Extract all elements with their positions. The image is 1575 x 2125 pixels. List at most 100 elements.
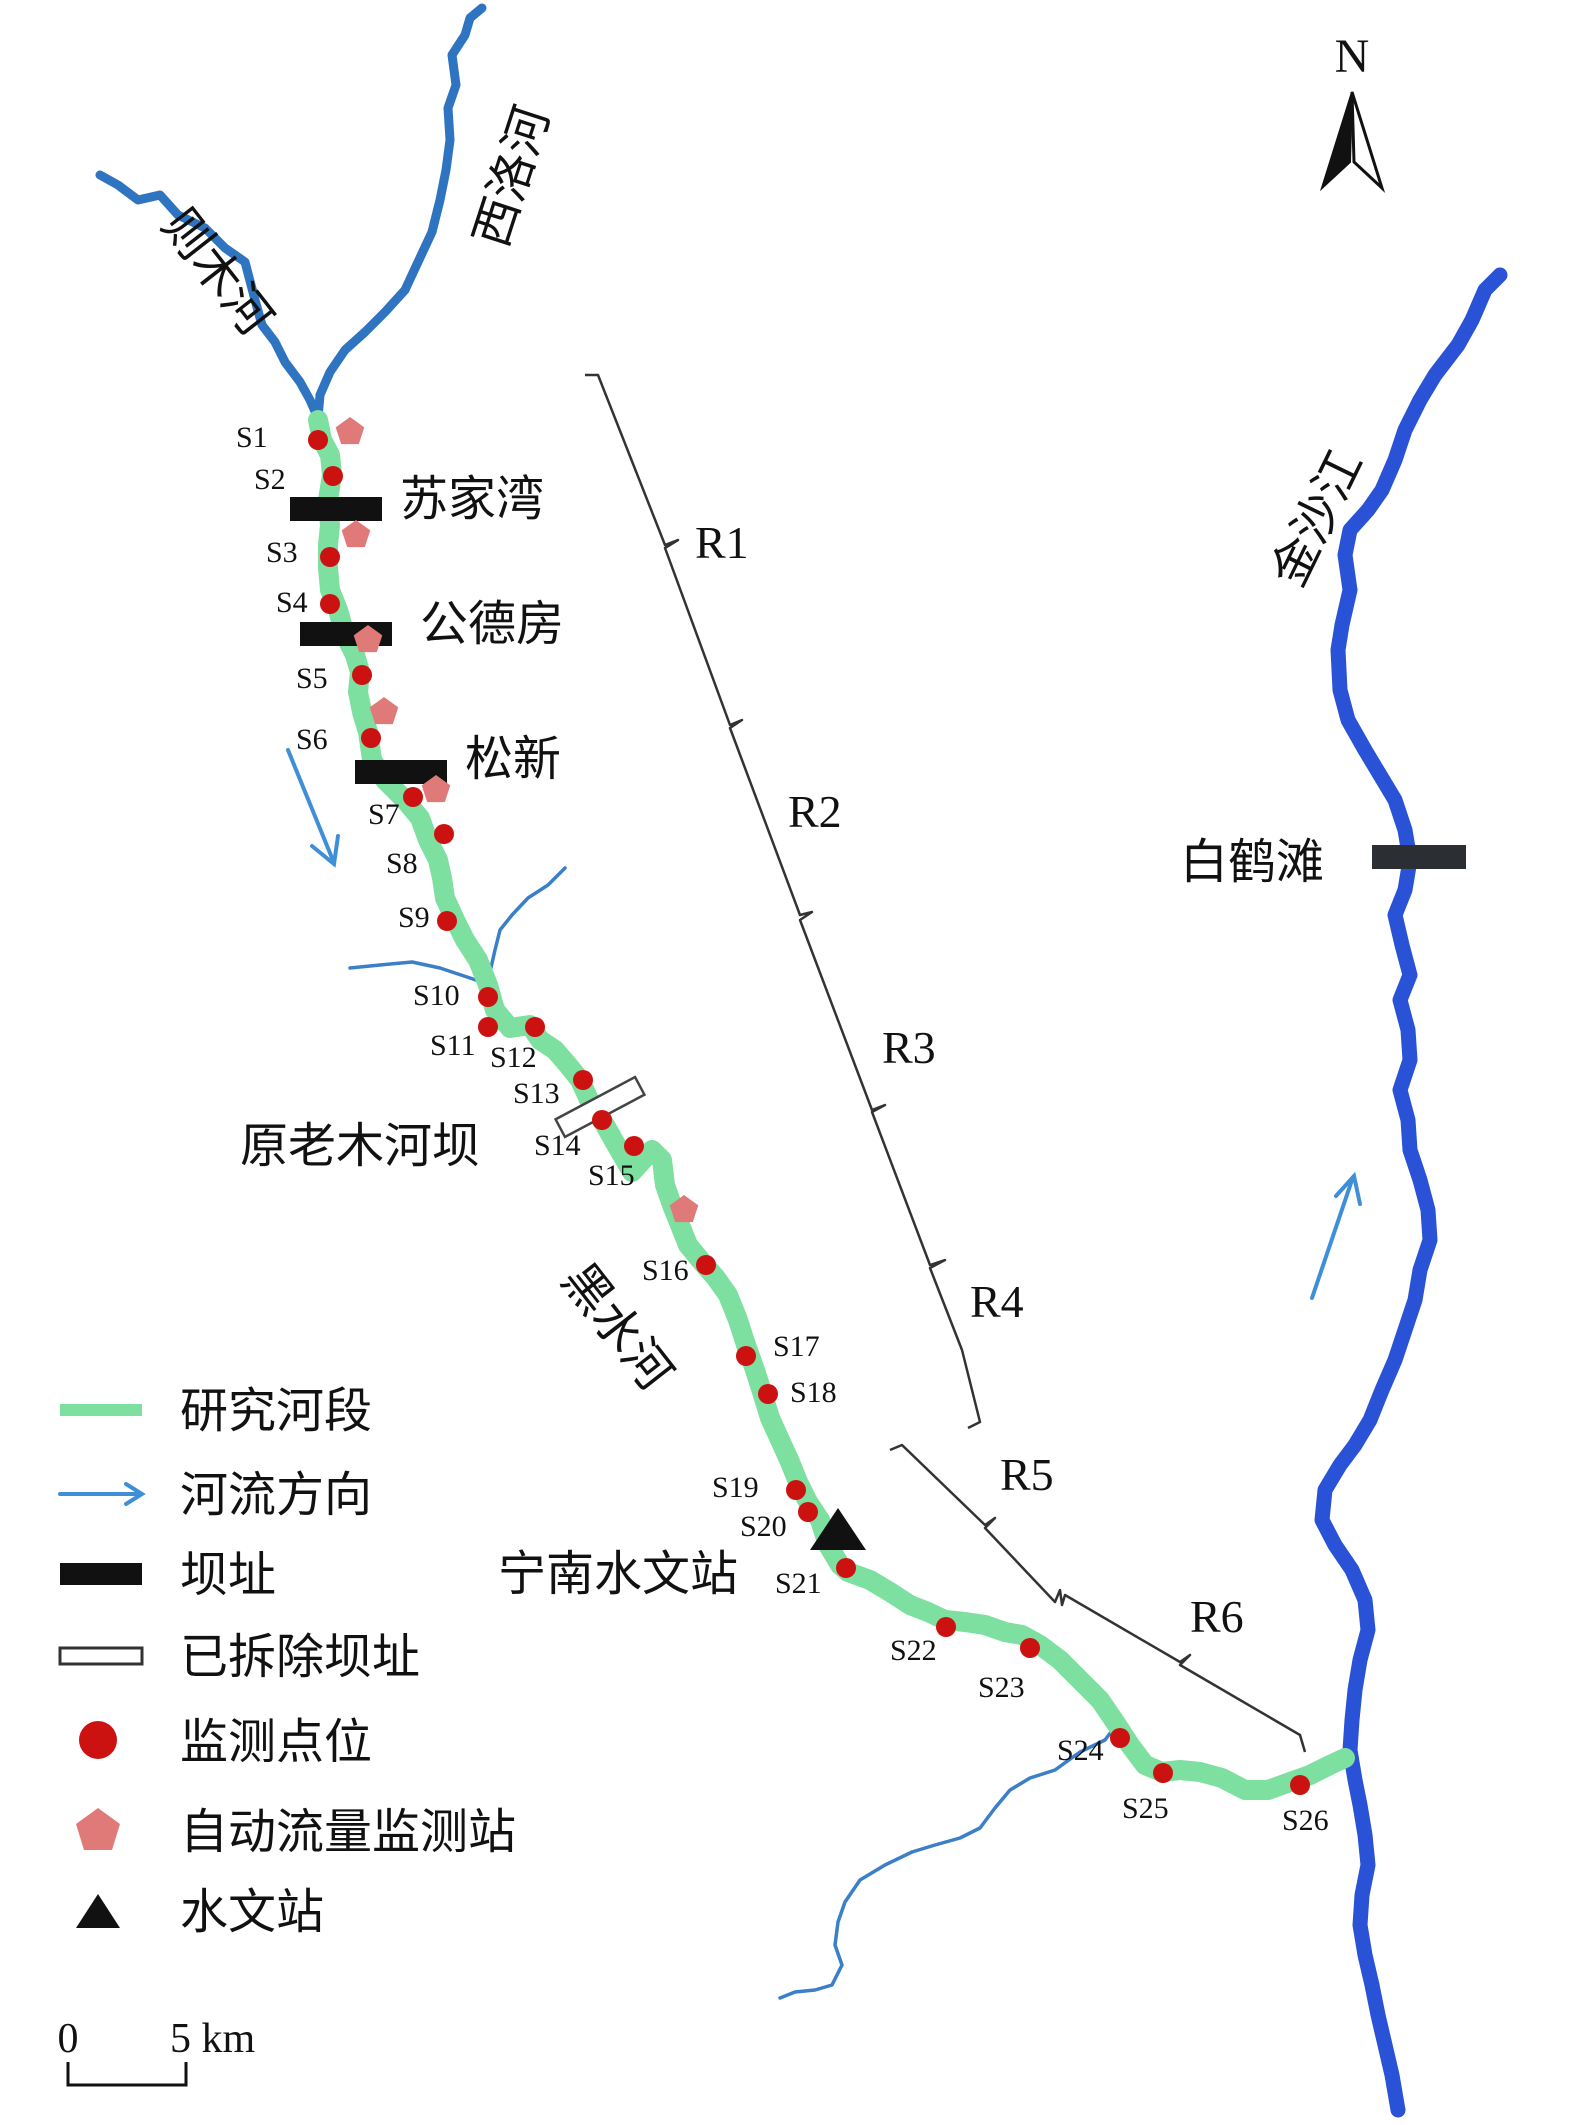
monitoring-site-s17	[736, 1346, 756, 1366]
zemu-river	[95, 170, 323, 423]
flow-arrow-icon	[286, 748, 340, 868]
monitoring-site-s18	[758, 1384, 778, 1404]
label-ningnan-station: 宁南水文站	[498, 1546, 738, 1602]
site-label-s17: S17	[773, 1330, 820, 1363]
site-label-s10: S10	[413, 979, 460, 1012]
auto-flow-station-icon	[669, 1195, 699, 1223]
legend-dam-site-label: 坝址	[180, 1547, 276, 1603]
site-label-s24: S24	[1057, 1734, 1104, 1767]
auto-flow-station-icon	[369, 697, 399, 725]
site-label-s3: S3	[266, 536, 298, 569]
monitoring-site-s10	[478, 987, 498, 1007]
minor-tributary-1	[348, 866, 567, 987]
label-gongdefang: 公德房	[420, 596, 564, 652]
legend-flow-arrow-icon	[58, 1482, 146, 1506]
site-label-s22: S22	[890, 1634, 937, 1667]
monitoring-site-s26	[1290, 1775, 1310, 1795]
reach-bracket-r1-r4	[585, 373, 982, 1430]
label-sujiawan: 苏家湾	[400, 471, 544, 527]
monitoring-site-s5	[352, 665, 372, 685]
site-label-s19: S19	[712, 1471, 759, 1504]
north-arrow-icon: N	[1319, 30, 1386, 193]
monitoring-site-s4	[320, 594, 340, 614]
legend-study-reach-label: 研究河段	[180, 1383, 372, 1439]
site-label-s5: S5	[296, 662, 328, 695]
legend-auto-flow-station-label: 自动流量监测站	[180, 1804, 516, 1860]
minor-tributary-2	[778, 1718, 1122, 2000]
reach-label-r2: R2	[788, 786, 842, 837]
legend-hydro-station-icon	[76, 1894, 120, 1928]
label-songxin: 松新	[465, 731, 561, 787]
label-zemu-river: 则木河	[151, 198, 284, 346]
site-label-s18: S18	[790, 1376, 837, 1409]
legend-dam-swatch	[60, 1563, 142, 1585]
scale-label-zero: 0	[58, 2016, 79, 2062]
monitoring-site-s21	[836, 1558, 856, 1578]
monitoring-site-s12	[525, 1017, 545, 1037]
site-label-s2: S2	[254, 463, 286, 496]
study-reach	[308, 410, 1355, 1800]
monitoring-site-s19	[786, 1480, 806, 1500]
site-label-s9: S9	[398, 901, 430, 934]
dam-sujiawan-bar	[290, 497, 382, 521]
scale-label-five-km: 5 km	[170, 2016, 256, 2062]
xiluo-river	[313, 3, 487, 423]
site-label-s7: S7	[368, 798, 400, 831]
monitoring-site-s24	[1110, 1728, 1130, 1748]
legend-monitoring-site-label: 监测点位	[180, 1714, 372, 1770]
monitoring-site-s2	[323, 466, 343, 486]
site-label-s26: S26	[1282, 1804, 1329, 1837]
monitoring-site-s1	[308, 430, 328, 450]
legend-monitoring-site-icon	[79, 1721, 117, 1759]
site-label-s13: S13	[513, 1077, 560, 1110]
auto-flow-station-icon	[353, 625, 383, 653]
jinsha-river	[1314, 267, 1508, 2118]
monitoring-site-s11	[478, 1017, 498, 1037]
legend-hydro-station-label: 水文站	[180, 1884, 324, 1940]
legend-auto-flow-station-icon	[76, 1808, 120, 1850]
scale-bar: 0 5 km	[58, 2016, 256, 2087]
site-label-s25: S25	[1122, 1792, 1169, 1825]
reach-bracket-r5-r6	[889, 1443, 1307, 1753]
monitoring-site-s6	[361, 728, 381, 748]
site-label-s8: S8	[386, 847, 418, 880]
site-label-s11: S11	[430, 1029, 476, 1062]
site-label-s15: S15	[588, 1159, 635, 1192]
dam-baihetan-bar	[1372, 845, 1466, 869]
auto-flow-station-icon	[335, 417, 365, 445]
monitoring-site-s3	[320, 547, 340, 567]
monitoring-site-s7	[403, 787, 423, 807]
monitoring-site-s20	[798, 1502, 818, 1522]
monitoring-site-s15	[624, 1136, 644, 1156]
legend-removed-dam-swatch	[58, 1646, 144, 1666]
label-baihetan: 白鹤滩	[1180, 834, 1324, 890]
site-label-s6: S6	[296, 723, 328, 756]
site-label-s21: S21	[775, 1567, 822, 1600]
monitoring-site-s14	[592, 1110, 612, 1130]
site-label-s12: S12	[490, 1041, 537, 1074]
site-label-s4: S4	[276, 586, 308, 619]
flow-arrow-icon-jinsha	[1310, 1171, 1362, 1300]
label-removed-dam: 原老木河坝	[240, 1118, 480, 1174]
monitoring-site-s13	[573, 1070, 593, 1090]
ningnan-hydro-station-icon	[810, 1508, 866, 1550]
reach-label-r6: R6	[1190, 1591, 1244, 1642]
monitoring-site-s9	[437, 911, 457, 931]
reach-label-r3: R3	[882, 1022, 936, 1073]
auto-flow-station-icon	[341, 520, 371, 548]
legend: 研究河段 河流方向 坝址 已拆除坝址 监测点位 自动流量监测站 水文站	[58, 1383, 516, 1940]
site-label-s23: S23	[978, 1671, 1025, 1704]
site-label-s20: S20	[740, 1510, 787, 1543]
monitoring-site-s16	[696, 1255, 716, 1275]
monitoring-site-s22	[936, 1617, 956, 1637]
monitoring-site-s25	[1153, 1763, 1173, 1783]
site-label-s1: S1	[236, 421, 268, 454]
legend-removed-dam-label: 已拆除坝址	[180, 1629, 420, 1685]
site-label-s16: S16	[642, 1254, 689, 1287]
monitoring-site-s23	[1020, 1638, 1040, 1658]
monitoring-site-s8	[434, 824, 454, 844]
reach-label-r4: R4	[970, 1276, 1024, 1327]
reach-label-r5: R5	[1000, 1449, 1054, 1500]
